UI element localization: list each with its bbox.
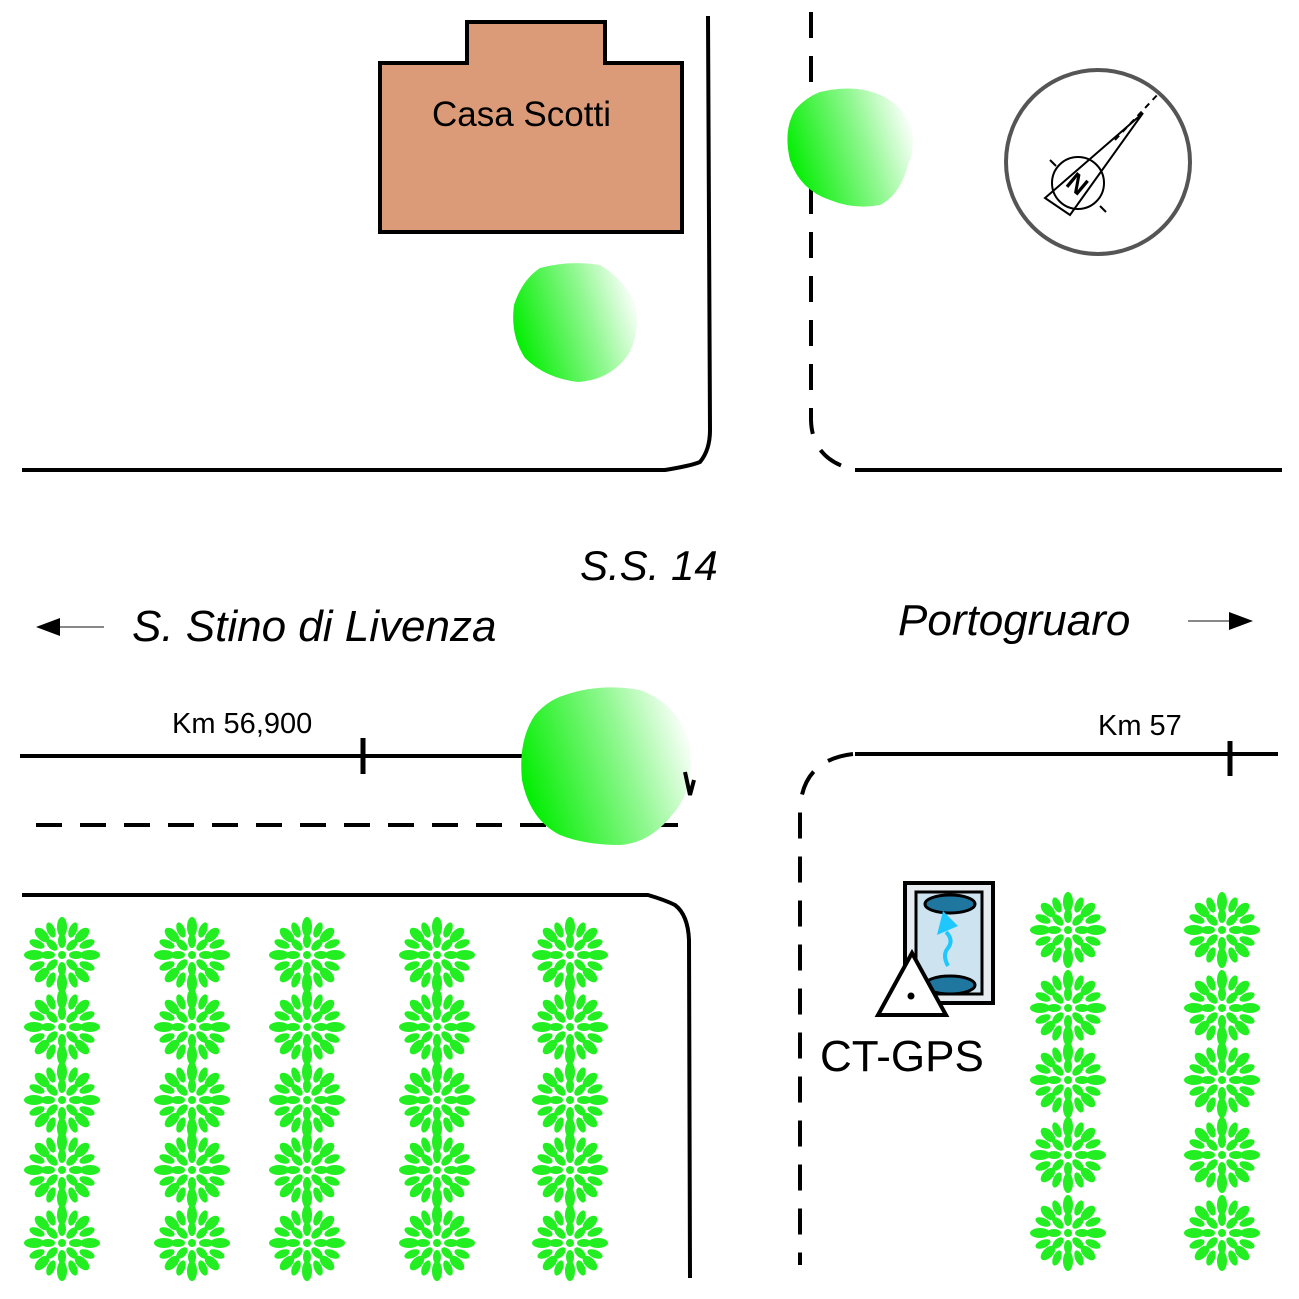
shrub-icon (269, 1205, 345, 1281)
shrub-icon (532, 989, 608, 1065)
km-marker-right-label: Km 57 (1098, 710, 1182, 742)
shrub-icon (1184, 892, 1260, 968)
km-marker-left-label: Km 56,900 (172, 708, 312, 740)
shrub-icon (1030, 1117, 1106, 1193)
shrub-icon (399, 1132, 475, 1208)
shrub-icon (1030, 1042, 1106, 1118)
shrub-icon (399, 989, 475, 1065)
shrub-icon (1030, 1195, 1106, 1271)
shrub-icon (154, 989, 230, 1065)
building-label: Casa Scotti (432, 95, 611, 134)
arrow-right-icon (1188, 612, 1253, 630)
vineyard-shrubs (24, 892, 1260, 1281)
shrub-icon (1184, 1117, 1260, 1193)
shrub-icon (269, 989, 345, 1065)
shrub-icon (24, 1205, 100, 1281)
shrub-icon (269, 917, 345, 993)
north-compass: N (1004, 68, 1192, 256)
shrub-icon (532, 1062, 608, 1138)
road-label: S.S. 14 (580, 542, 718, 589)
road-edges (20, 15, 1282, 1279)
shrub-icon (399, 1205, 475, 1281)
shrub-icon (1184, 1195, 1260, 1271)
building-casa-scotti (378, 20, 684, 234)
shrub-icon (532, 1205, 608, 1281)
shrub-icon (269, 1062, 345, 1138)
arrow-left-icon (36, 618, 104, 636)
direction-right-label: Portogruaro (898, 596, 1130, 645)
shrub-icon (399, 917, 475, 993)
shrub-icon (24, 917, 100, 993)
road-arrow-mark (683, 771, 696, 796)
shrub-icon (532, 917, 608, 993)
shrub-icon (269, 1132, 345, 1208)
road-edge-top-left (22, 15, 713, 472)
shrub-icon (399, 1062, 475, 1138)
shrub-icon (24, 1062, 100, 1138)
tree-icon (513, 263, 637, 382)
station-label: CT-GPS (820, 1032, 984, 1081)
shrub-icon (154, 917, 230, 993)
direction-left-label: S. Stino di Livenza (132, 602, 496, 651)
shrub-icon (1030, 970, 1106, 1046)
gps-station-icon (874, 881, 995, 1017)
shrub-icon (532, 1132, 608, 1208)
shrub-icon (1184, 1042, 1260, 1118)
gps-antenna-triangle (874, 948, 950, 1017)
shrub-icon (154, 1132, 230, 1208)
tree-icon (787, 88, 913, 207)
shrub-icon (24, 989, 100, 1065)
tree-icon (521, 687, 691, 845)
road-edge-bottom-left (22, 893, 692, 1279)
shrub-icon (154, 1062, 230, 1138)
shrub-icon (24, 1132, 100, 1208)
shrub-icon (1030, 892, 1106, 968)
dashed-edge-bottom-right (798, 752, 854, 1265)
shrub-icon (154, 1205, 230, 1281)
dashed-edge-top-right (809, 12, 856, 472)
shrub-icon (1184, 970, 1260, 1046)
